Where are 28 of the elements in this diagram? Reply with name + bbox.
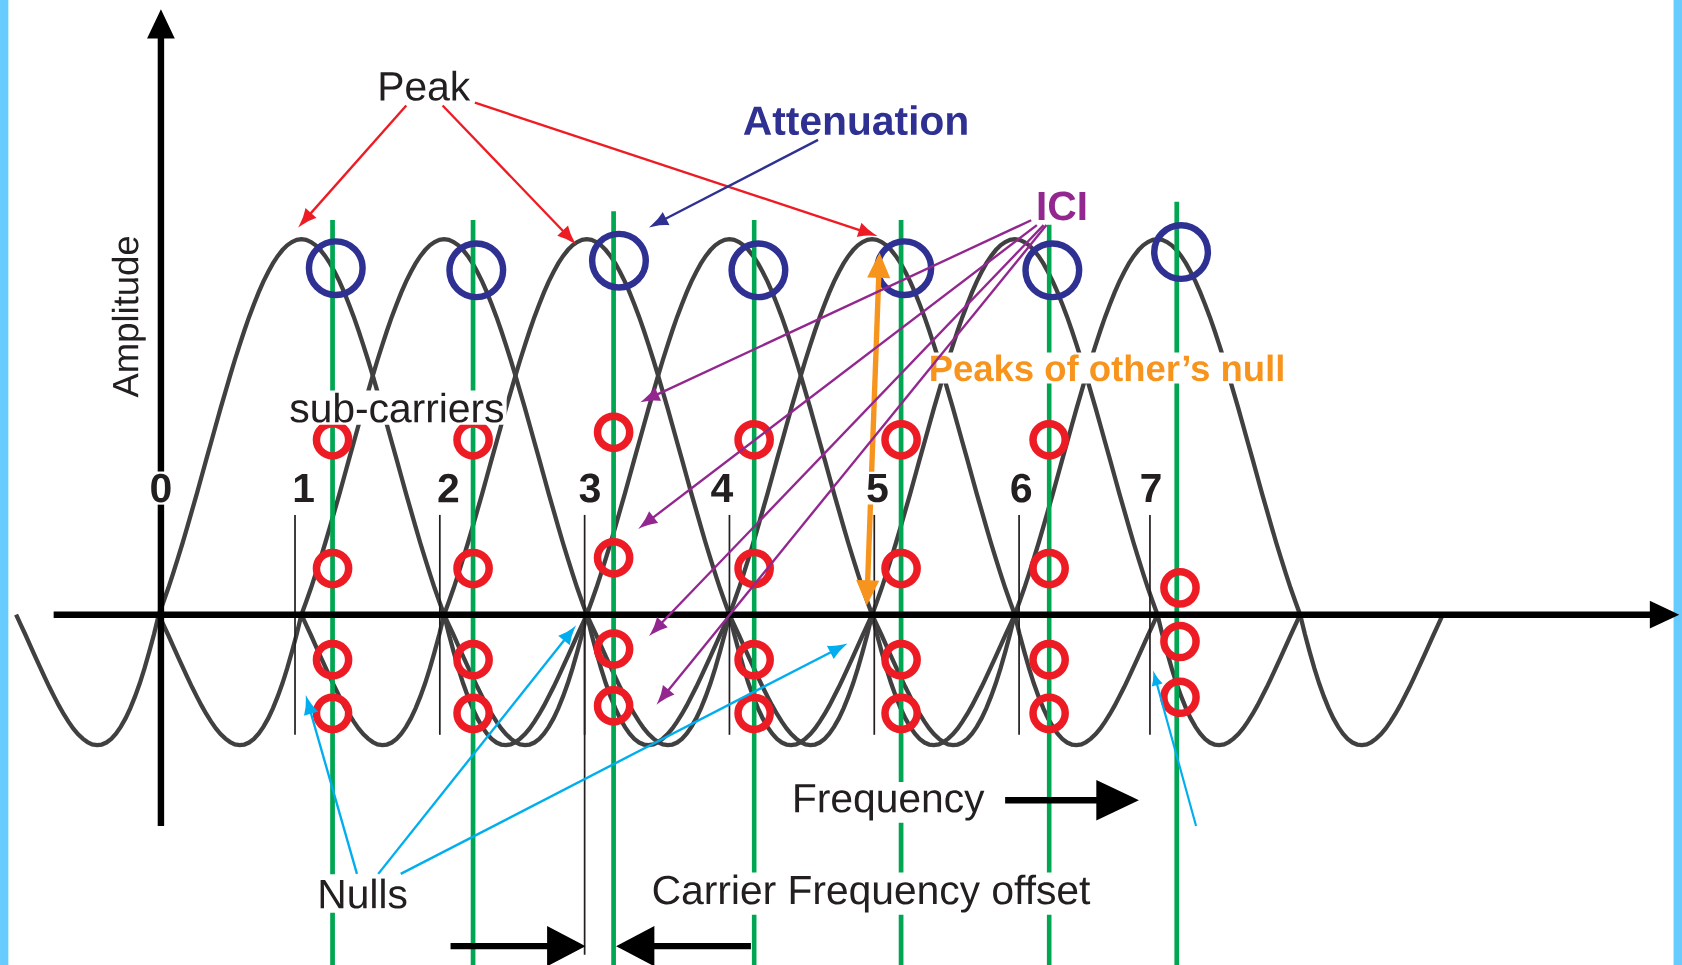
leader-arrow <box>304 698 359 874</box>
axis-label: Amplitude <box>109 233 148 400</box>
leader-arrow <box>658 224 1048 703</box>
tick-label: 5 <box>864 471 891 505</box>
leader-arrow <box>652 138 819 227</box>
annotation-text: Carrier Frequency offset <box>649 872 1093 915</box>
annotation-text: Peak <box>373 66 475 105</box>
leader-arrow <box>300 104 408 225</box>
annotation-text: Peaks of other’s null <box>926 352 1288 384</box>
leader-arrow <box>640 223 1038 527</box>
leader-arrow <box>400 644 845 875</box>
axis-label: Frequency <box>789 781 987 823</box>
tick-label: 2 <box>434 471 462 505</box>
tick-label: 0 <box>147 471 175 505</box>
annotation-text: ICI <box>1031 187 1093 225</box>
tick-label: 6 <box>1007 471 1035 505</box>
tick-label: 3 <box>576 471 604 505</box>
leader-arrow <box>474 101 875 237</box>
annotation-text: sub-carriers <box>287 390 507 425</box>
leader-arrow <box>651 224 1045 634</box>
leader-arrow <box>377 627 575 875</box>
annotation-text: Attenuation <box>738 100 974 140</box>
leader-arrow <box>441 104 574 243</box>
tick-label: 7 <box>1137 471 1165 505</box>
tick-label: 4 <box>708 471 736 505</box>
annotation-text: Nulls <box>313 874 413 913</box>
tick-label: 1 <box>290 471 318 505</box>
leader-arrow <box>643 219 1032 402</box>
